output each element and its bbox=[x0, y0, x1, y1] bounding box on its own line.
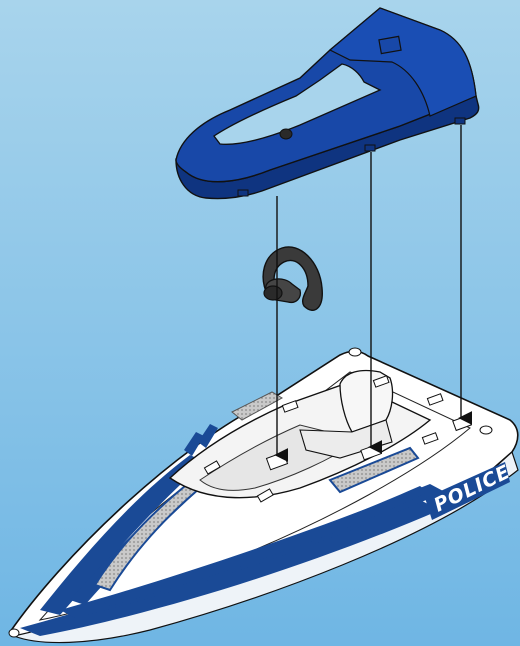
wheel-cap bbox=[264, 286, 282, 300]
peg-front bbox=[238, 190, 248, 196]
bollard-2 bbox=[480, 426, 492, 434]
bollard-1 bbox=[349, 348, 361, 356]
canopy-hatch bbox=[379, 36, 401, 53]
peg-rear bbox=[455, 118, 465, 124]
bow-tip bbox=[9, 629, 19, 637]
canopy-post bbox=[280, 129, 292, 139]
peg-mid bbox=[365, 145, 375, 151]
